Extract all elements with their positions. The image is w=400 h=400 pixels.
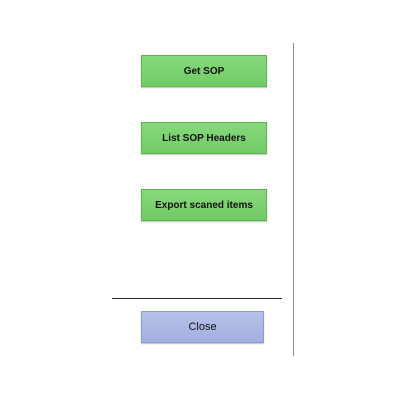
export-scanned-items-label: Export scaned items [155,199,253,211]
close-button[interactable]: Close [141,311,264,343]
export-scanned-items-button[interactable]: Export scaned items [141,189,267,221]
horizontal-divider [112,298,282,299]
get-sop-button[interactable]: Get SOP [141,55,267,87]
close-label: Close [188,321,217,333]
vertical-divider [293,43,294,356]
list-sop-headers-button[interactable]: List SOP Headers [141,122,267,154]
list-sop-headers-label: List SOP Headers [162,132,246,144]
get-sop-label: Get SOP [183,65,225,77]
